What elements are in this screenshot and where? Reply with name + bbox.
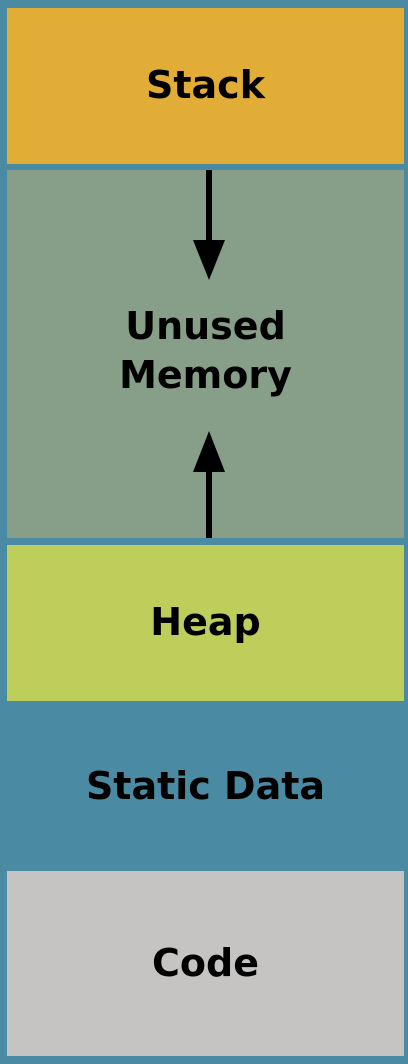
heap-segment: Heap — [7, 545, 404, 701]
unused-memory-segment: Unused Memory — [7, 170, 404, 538]
code-label: Code — [152, 940, 259, 985]
stack-segment: Stack — [7, 8, 404, 164]
unused-memory-label: Unused Memory — [119, 303, 292, 397]
stack-label: Stack — [146, 63, 265, 108]
static-data-label: Static Data — [85, 764, 326, 809]
static-data-segment: Static Data — [7, 709, 404, 865]
code-segment: Code — [7, 871, 404, 1056]
heap-label: Heap — [150, 600, 261, 645]
